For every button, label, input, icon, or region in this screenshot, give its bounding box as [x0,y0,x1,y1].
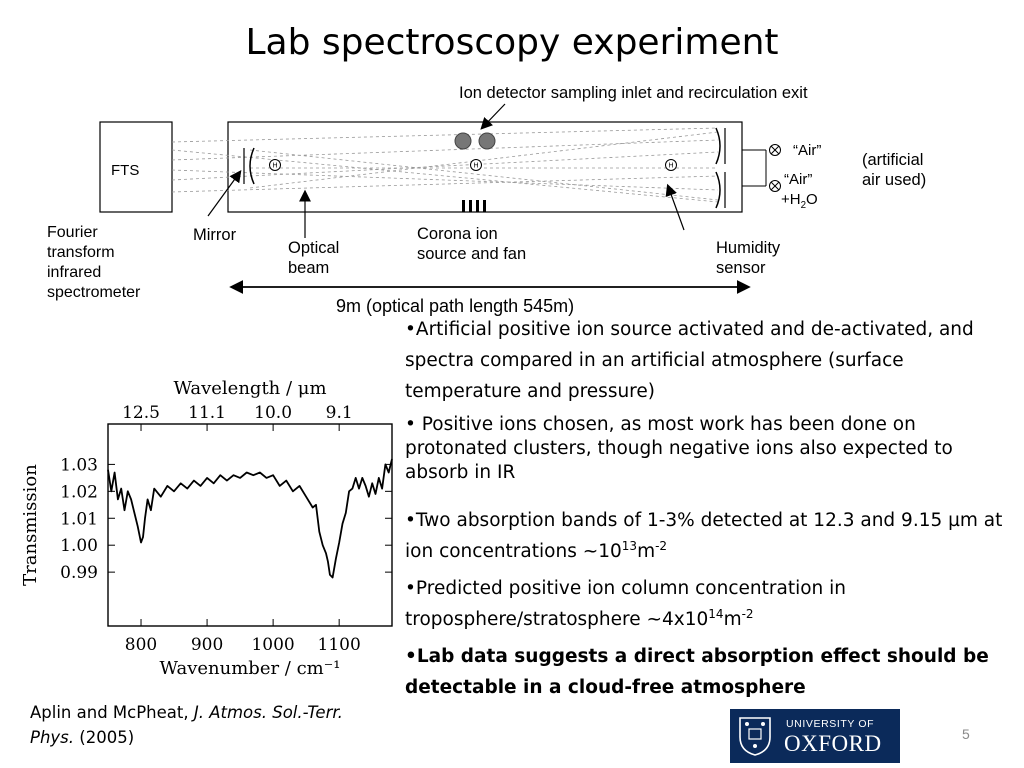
inlet-port-left [454,132,472,150]
svg-text:H: H [668,163,673,170]
humidity-sensor-icon [269,159,281,171]
svg-text:H: H [272,163,277,170]
artificial-note: (artificial air used) [862,151,927,189]
transmission-line [107,458,393,579]
corona-source-icon [462,200,486,212]
mirror-right-bottom [715,171,721,209]
inlet-label: Ion detector sampling inlet and recircul… [459,84,808,102]
optical-beam-paths [171,127,719,203]
bullet-list: •Artificial positive ion source activate… [405,314,1020,709]
oxford-logo: UNIVERSITY OF OXFORD [730,709,900,763]
top-tick-label: 9.1 [326,403,353,423]
air-water-label: “Air” [784,171,813,188]
valve-icon [769,144,781,156]
x-axis-label: Wavenumber / cm⁻¹ [160,658,341,679]
air-label: “Air” [793,142,822,159]
inlet-port-right [478,132,496,150]
fts-box [99,121,173,213]
svg-text:H: H [473,163,478,170]
humidity-arrow [665,183,685,231]
y-tick-label: 1.01 [60,509,98,529]
transmission-spectrum-chart: 800 900 1000 1100 12.5 11.1 10.0 9.1 1.03 1.02 1.0… [20,378,393,679]
slide-title: Lab spectroscopy experiment [245,22,779,63]
humidity-sensor-icon [470,159,482,171]
humidity-label: Humidity sensor [716,239,781,277]
crest-icon [739,717,771,756]
valve-icon [769,180,781,192]
y-axis-label: Transmission [20,464,41,586]
mirror-label: Mirror [193,226,237,244]
logo-line-2: OXFORD [784,731,882,756]
bullet-5: •Lab data suggests a direct absorption e… [405,646,989,698]
inlet-arrow [480,103,506,130]
top-tick-label: 10.0 [254,403,292,423]
x-tick-label: 1000 [251,635,294,655]
top-tick-label: 12.5 [122,403,160,423]
plot-frame [107,423,393,627]
logo-line-1: UNIVERSITY OF [786,718,875,730]
x-tick-label: 900 [191,635,223,655]
y-tick-label: 0.99 [60,563,98,583]
x-tick-label: 800 [125,635,157,655]
fts-caption: Fourier transform infrared spectrometer [47,224,141,301]
apparatus-diagram: FTS H H H [99,103,781,294]
bullet-3: •Two absorption bands of 1-3% detected a… [405,510,1003,562]
mirror-left [249,147,255,185]
y-tick-label: 1.03 [60,455,98,475]
x-tick-label: 1100 [318,635,361,655]
top-tick-label: 11.1 [188,403,226,423]
humidity-sensor-icon [665,159,677,171]
path-length-label: 9m (optical path length 545m) [336,296,575,316]
citation: Aplin and McPheat, J. Atmos. Sol.-Terr. … [30,703,343,747]
mirror-right-top [715,127,721,165]
page-number: 5 [962,726,970,742]
mirror-arrow [207,170,242,217]
y-tick-label: 1.00 [60,536,98,556]
top-axis-label: Wavelength / μm [173,378,326,399]
water-label: +H2O [781,191,818,211]
corona-label: Corona ion source and fan [417,225,527,263]
y-tick-label: 1.02 [60,482,98,502]
bullet-1: •Artificial positive ion source activate… [405,319,974,402]
fts-label: FTS [111,162,139,179]
bullet-4: •Predicted positive ion column concentra… [405,578,847,630]
bullet-2: • Positive ions chosen, as most work has… [405,414,953,483]
beam-label: Optical beam [288,239,340,277]
